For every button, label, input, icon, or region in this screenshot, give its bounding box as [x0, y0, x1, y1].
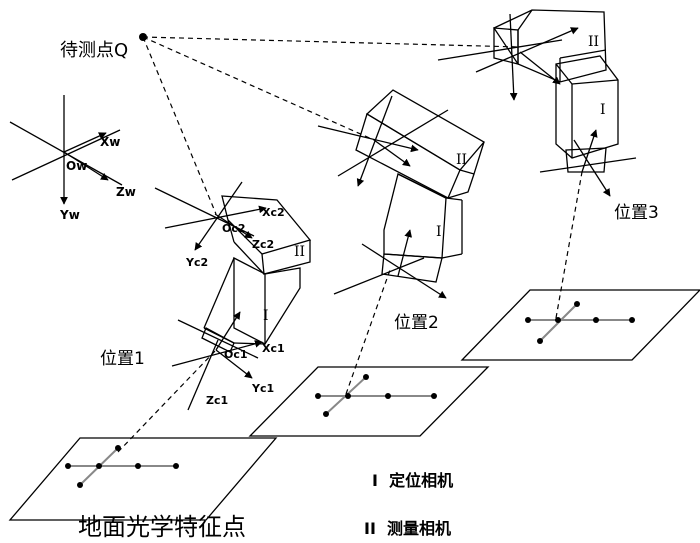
world-y-label: Yw	[59, 208, 80, 222]
world-axes	[9, 95, 123, 205]
legend-positioning-camera: I 定位相机	[372, 471, 453, 490]
world-origin-label: Ow	[66, 159, 87, 173]
target-point-label: 待测点Q	[60, 40, 128, 61]
camera-mark-ii-pos3: II	[588, 34, 599, 50]
position3-label: 位置3	[614, 203, 659, 223]
xc2-label: Xc2	[262, 206, 285, 219]
sight-lines	[117, 36, 583, 453]
position2-label: 位置2	[394, 313, 439, 333]
camera-mark-i-pos1: I	[263, 308, 269, 324]
world-z-label: Zw	[116, 185, 136, 199]
zc2-label: Zc2	[252, 238, 274, 251]
world-x-label: Xw	[100, 135, 120, 149]
zc1-label: Zc1	[206, 394, 228, 407]
ground-features-caption: 地面光学特征点	[78, 513, 246, 541]
position1-label: 位置1	[100, 349, 145, 369]
yc1-label: Yc1	[251, 382, 274, 395]
oc2-label: Oc2	[222, 222, 246, 235]
target-point-q	[139, 33, 147, 41]
camera-mark-ii-pos1: II	[294, 244, 305, 260]
ground-plane-1	[8, 437, 278, 521]
xc1-label: Xc1	[262, 342, 285, 355]
oc1-label: Oc1	[224, 348, 248, 361]
legend-measuring-camera: II 测量相机	[364, 519, 451, 538]
yc2-label: Yc2	[185, 256, 208, 269]
camera-assembly-2	[317, 89, 486, 299]
ground-plane-3	[460, 289, 700, 361]
camera-assembly-3	[437, 9, 637, 197]
ground-plane-2	[248, 366, 490, 437]
camera-mark-i-pos3: I	[600, 102, 606, 118]
camera-assembly-1	[154, 181, 312, 411]
camera-mark-i-pos2: I	[436, 224, 442, 240]
camera-mark-ii-pos2: II	[456, 152, 467, 168]
